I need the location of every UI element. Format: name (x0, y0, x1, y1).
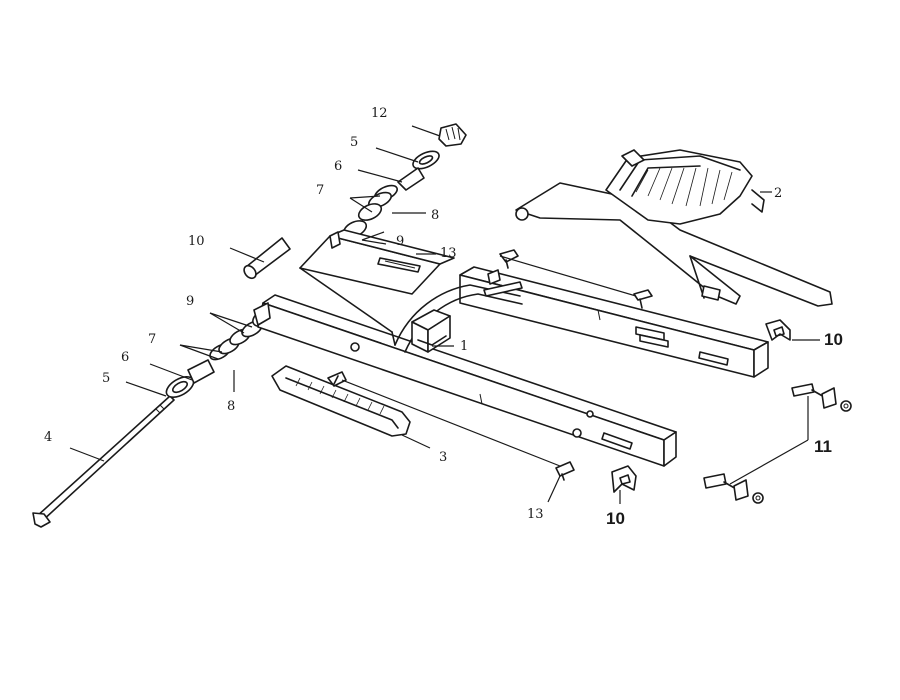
callout-8-lower: 8 (227, 399, 235, 414)
callout-4: 4 (44, 430, 52, 445)
part-3-chain-guard (271, 365, 411, 437)
callout-11: 11 (814, 437, 832, 456)
part-11-chain-adjuster-lower (703, 473, 764, 504)
callout-13-upper: 13 (440, 246, 457, 261)
part-4-pivot-axle (32, 395, 175, 528)
callout-7-upper: 7 (316, 183, 324, 198)
callout-9-lower: 9 (186, 294, 194, 309)
callout-3: 3 (439, 450, 447, 465)
callout-10-lower: 10 (606, 509, 625, 528)
part-10-bracket-lower (611, 465, 637, 493)
upper-bushing-stack (342, 123, 467, 238)
part-2-rear-fender (515, 149, 833, 307)
leader-lines (69, 125, 820, 504)
part-1-swingarm (253, 229, 769, 467)
callout-12: 12 (371, 106, 388, 121)
callout-5-upper: 5 (350, 135, 358, 150)
callout-6-upper: 6 (334, 159, 342, 174)
callout-9-upper: 9 (396, 234, 404, 249)
callout-6-lower: 6 (121, 350, 129, 365)
callout-1: 1 (460, 339, 468, 354)
part-10-sleeve (243, 237, 291, 280)
callout-labels: 12 5 6 7 8 9 10 13 9 7 6 5 4 8 1 3 13 2 … (44, 106, 843, 528)
callout-8-upper: 8 (431, 208, 439, 223)
part-13-bolts (327, 249, 653, 481)
part-10-bracket-right (765, 319, 791, 341)
part-11-chain-adjuster-upper (791, 383, 852, 412)
callout-2: 2 (774, 186, 782, 201)
callout-10-right: 10 (824, 330, 843, 349)
callout-13-lower: 13 (527, 507, 544, 522)
callout-5-lower: 5 (102, 371, 110, 386)
callout-7-lower: 7 (148, 332, 156, 347)
callout-10-left: 10 (188, 234, 205, 249)
